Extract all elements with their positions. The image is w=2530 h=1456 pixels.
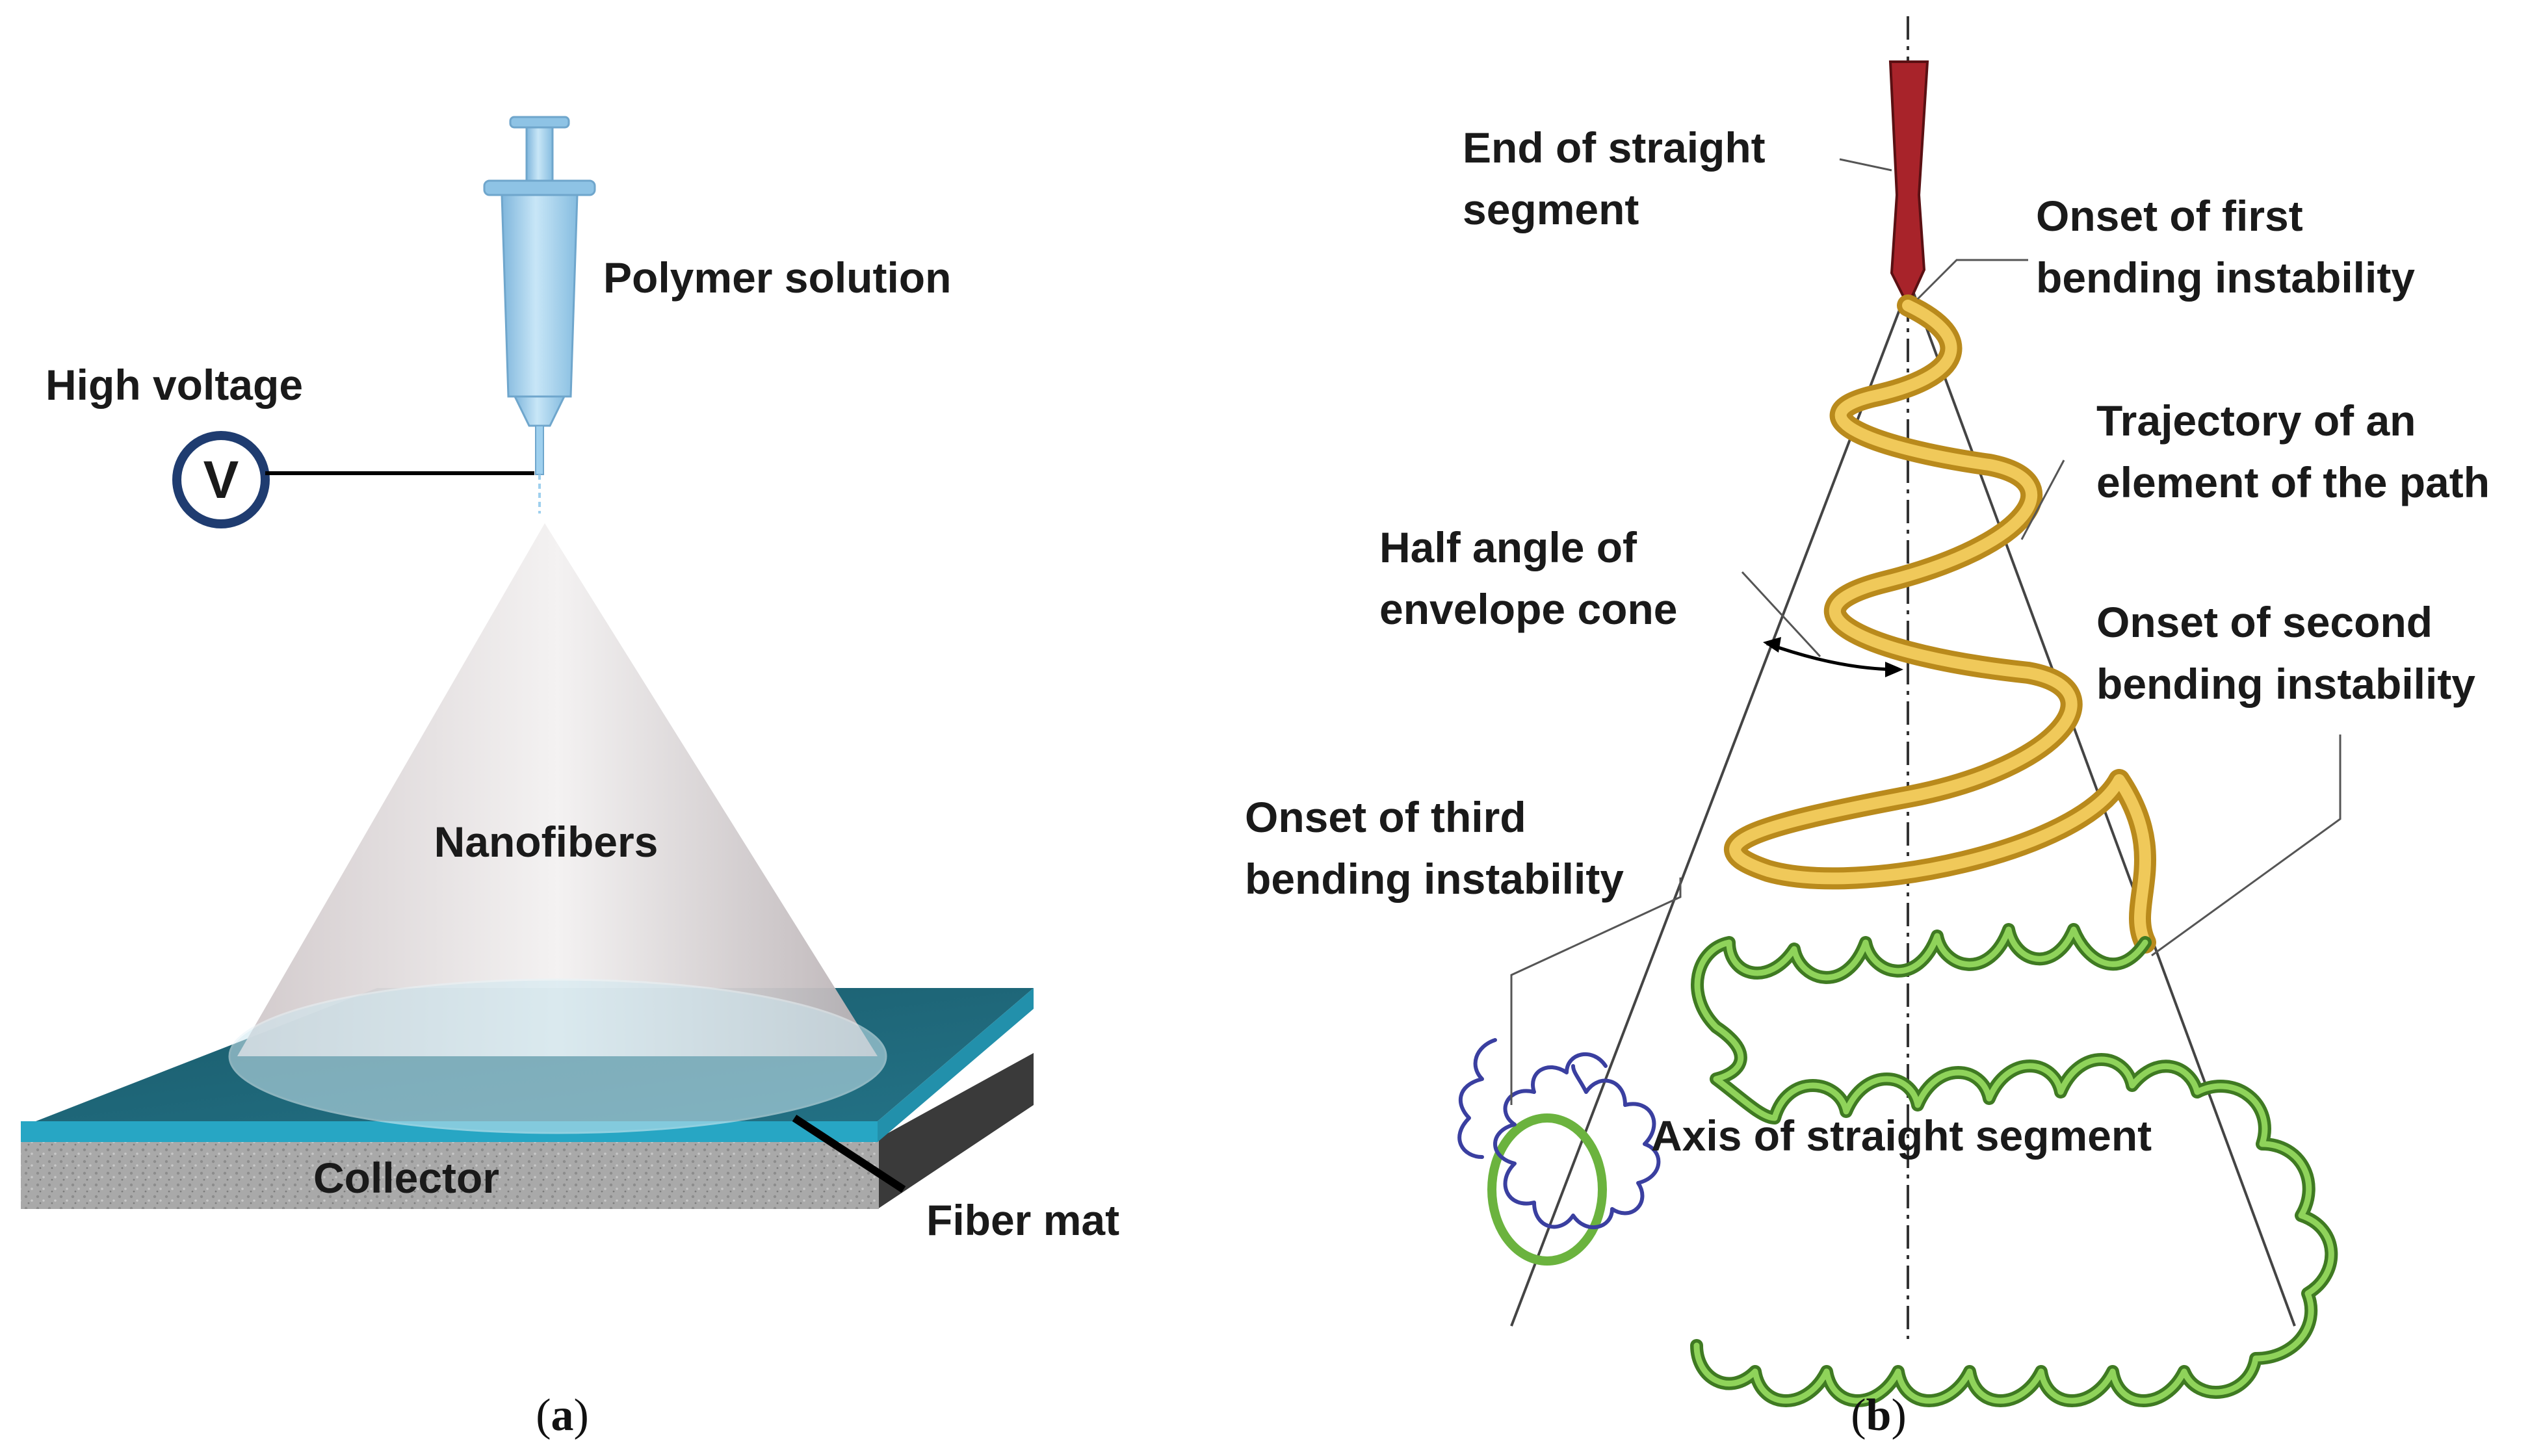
nanofiber-cone [237,523,878,1056]
axis-straight-segment-label: Axis of straight segment [1651,1112,2152,1160]
onset-first-label-2: bending instability [2036,254,2415,302]
straight-jet-segment [1888,60,1929,309]
leader-onset-first [1916,259,2028,300]
second-bending-lower-loop [1487,1113,1607,1266]
nanofibers-label: Nanofibers [434,818,659,866]
syringe-flange [483,179,596,196]
first-bending-helix-highlight [1729,300,2151,948]
onset-second-label-2: bending instability [2096,660,2475,708]
onset-third-label-1: Onset of third [1245,793,1526,841]
second-bending-loops-highlight [1693,926,2334,1404]
half-angle-arrow-right [1885,662,1903,677]
onset-second-label-1: Onset of second [2096,598,2432,646]
collector-front-face [21,1141,879,1209]
envelope-cone-left [1510,282,1911,1327]
half-angle-label-2: envelope cone [1379,585,1678,633]
half-angle-label-1: Half angle of [1379,523,1637,571]
end-straight-label-2: segment [1463,185,1639,233]
trajectory-label-2: element of the path [2096,458,2490,506]
voltage-source-icon [172,431,270,528]
leader-trajectory [2020,460,2065,540]
syringe-plunger-rod [525,126,554,183]
syringe-plunger-cap [509,116,570,129]
half-angle-arrow-left [1763,637,1781,653]
fiber-mat-side-edge [878,988,1034,1142]
collector-label: Collector [313,1154,499,1202]
half-angle-arc [1766,642,1899,671]
third-bending-loops [1457,1038,1661,1229]
leader-onset-second [2151,734,2341,957]
syringe-barrel [501,194,579,398]
polymer-solution-label: Polymer solution [603,254,951,302]
high-voltage-label: High voltage [46,361,303,409]
leader-lines [1510,158,2341,1105]
leader-onset-third [1510,878,1682,1105]
panel-a: Polymer solution High voltage V Nanofibe… [21,116,1119,1440]
onset-third-label-2: bending instability [1245,855,1624,903]
voltage-symbol: V [203,450,239,510]
end-straight-label-1: End of straight [1463,124,1766,172]
cone-base-deposit [228,978,887,1134]
syringe [483,116,596,514]
panel-b-caption: (b) [1851,1390,1907,1440]
onset-first-label-1: Onset of first [2036,192,2303,240]
trajectory-label-1: Trajectory of an [2096,396,2416,445]
fiber-mat-label: Fiber mat [926,1196,1119,1244]
panel-a-caption: (a) [536,1390,589,1440]
syringe-needle [535,425,544,475]
leader-end-straight [1839,158,1892,172]
first-bending-helix [1724,294,2156,954]
fiber-mat-pointer [792,1114,906,1193]
syringe-tip [513,395,566,427]
collector-side-face [878,1053,1034,1209]
panel-b: End of straight segment Onset of first b… [1245,16,2490,1440]
leader-half-angle [1741,571,1821,658]
